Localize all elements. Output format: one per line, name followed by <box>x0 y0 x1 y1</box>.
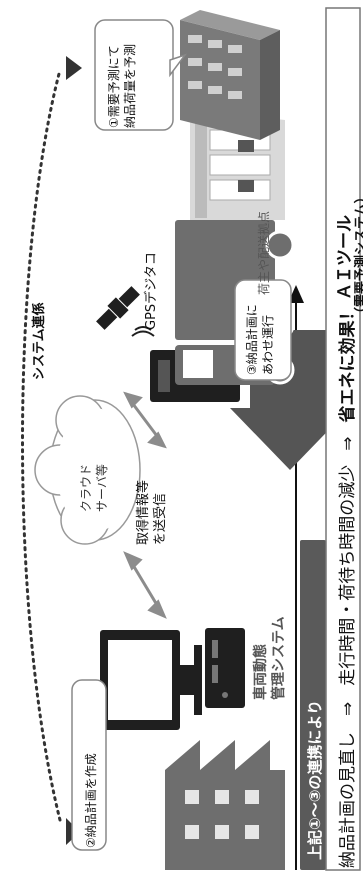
bottom-header-band <box>300 540 326 870</box>
bottom-header: 上記①～③の連携により <box>306 699 324 860</box>
vehicle-system-label: 車両動態 管理システム <box>253 616 287 700</box>
warehouse-label: 荷主や配送拠点 <box>257 210 271 295</box>
cloud-icon <box>34 395 141 545</box>
callout-create-plan-box <box>71 679 107 851</box>
callout-create-plan-text: ②納品計画を作成 <box>84 753 98 848</box>
sync-arrows <box>123 391 167 619</box>
bottom-result-box <box>325 7 361 871</box>
ai-tool-subtitle: （需要予測システム） <box>354 190 363 320</box>
flow-axis-arrowhead <box>288 285 304 303</box>
result-arrow-1: ⇒ <box>338 701 358 716</box>
system-link-arc <box>21 68 62 822</box>
gps-label: GPSデジタコ <box>144 252 159 330</box>
satellite-icon <box>96 286 140 330</box>
callout-demand-forecast-box <box>94 19 174 131</box>
result-arrow-2: ⇒ <box>338 436 358 451</box>
server-rack-icon <box>180 10 280 140</box>
cloud-label: クラウド サーバ等 <box>79 463 109 512</box>
result-mid: 走行時間・荷待ち時間の減少 <box>338 464 358 686</box>
callout-delivery-run-box <box>234 279 292 381</box>
factory-icon <box>165 740 285 870</box>
bottom-result-line: 納品計画の見直し ⇒ 走行時間・荷待ち時間の減少 ⇒ 省エネに効果！ <box>333 304 358 869</box>
result-left: 納品計画の見直し <box>338 732 358 868</box>
callout-delivery-run-text: ③納品計画に あわせ運行 <box>245 304 275 375</box>
computer-icon <box>100 628 245 730</box>
data-exchange-label: 取得情報等 を送受信 <box>136 479 168 545</box>
callout-demand-forecast-text: ①需要予測にて 納品荷量を予測 <box>107 43 137 128</box>
signal-waves-icon <box>131 326 155 337</box>
system-link-label: システム連係 <box>32 302 47 380</box>
result-right: 省エネに効果！ <box>338 303 358 423</box>
system-link-arrowhead-top <box>66 56 82 80</box>
